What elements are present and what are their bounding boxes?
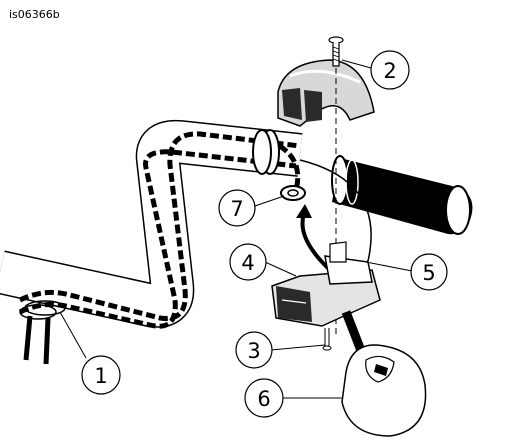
callout-label: 3: [247, 339, 260, 363]
callout-label: 7: [230, 197, 243, 221]
wire-ties: [19, 300, 66, 365]
callout-4: 4: [229, 243, 267, 281]
figure-id: is06366b: [9, 8, 60, 21]
callout-3: 3: [235, 331, 273, 369]
callout-label: 5: [422, 261, 435, 285]
grommet-7: [280, 185, 306, 201]
insertion-arrow: [296, 204, 332, 272]
callout-5: 5: [410, 253, 448, 291]
clamp-collar: [252, 129, 280, 175]
screw-2: [328, 36, 344, 67]
callout-label: 1: [94, 364, 107, 388]
callout-2: 2: [370, 50, 410, 90]
callout-7: 7: [218, 189, 256, 227]
leader-lines: [59, 59, 413, 399]
handlebar: [0, 119, 303, 328]
connector-housing-6: [341, 344, 427, 437]
callout-1: 1: [81, 355, 121, 395]
callout-label: 6: [257, 387, 270, 411]
hand-grip: [331, 155, 473, 235]
callout-6: 6: [244, 378, 284, 418]
screw-3: [322, 328, 332, 351]
callout-label: 4: [241, 251, 254, 275]
lower-switch-housing: [271, 241, 381, 327]
callout-label: 2: [383, 59, 396, 83]
upper-switch-housing: [277, 59, 375, 127]
